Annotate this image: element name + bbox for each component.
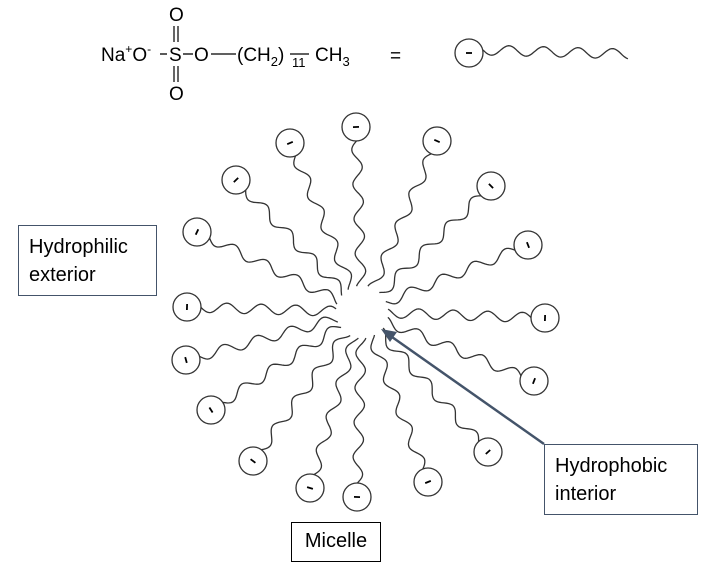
hydrocarbon-tail [200, 302, 337, 317]
equals-sign: = [390, 46, 401, 67]
negative-charge-icon [286, 140, 294, 146]
negative-charge-icon [233, 177, 239, 183]
hydrocarbon-tail [313, 337, 359, 476]
hydrocarbon-tail [379, 195, 482, 294]
surfactant-molecule [182, 217, 338, 305]
surfactant-molecule [171, 316, 339, 375]
hydrocarbon-tail [482, 45, 629, 60]
negative-charge-icon [488, 183, 494, 189]
hydrocarbon-tail [382, 327, 480, 442]
surfactant-molecule [238, 335, 351, 476]
negative-charge-icon [485, 449, 491, 455]
bridge-oxygen: O [194, 45, 209, 66]
negative-charge-icon [306, 486, 314, 490]
surfactant-symbol [454, 38, 629, 68]
hydrocarbon-tail [222, 325, 342, 404]
sulfur-atom: S [169, 45, 182, 66]
negative-charge-icon [433, 138, 441, 144]
hydrophobic-arrow [381, 329, 545, 446]
surfactant-molecule [295, 337, 359, 503]
oxo-top: O [169, 5, 184, 26]
hydrocarbon-tail [261, 335, 351, 451]
surfactant-molecule [275, 128, 353, 290]
hydrocarbon-tail [293, 155, 353, 290]
hydrocarbon-tail [370, 334, 426, 470]
surfactant-molecule [341, 112, 371, 287]
repeat-count: 11 [292, 55, 306, 70]
hydrocarbon-tail [367, 153, 432, 287]
hydrocarbon-tail [352, 337, 367, 484]
surfactant-molecule [379, 171, 506, 294]
methylene-repeat: (CH2) [237, 45, 284, 69]
surfactant-molecule [221, 165, 343, 296]
surfactant-molecule [172, 292, 337, 322]
terminal-methyl: CH3 [315, 45, 350, 69]
hydrocarbon-tail [199, 316, 339, 360]
hydrophobic-label-line-1: Hydrophobic [555, 455, 668, 477]
surfactant-molecule [387, 316, 549, 396]
hydrophilic-exterior-label: Hydrophilic exterior [18, 225, 157, 296]
negative-charge-icon [184, 356, 188, 364]
surfactant-molecule [382, 327, 503, 467]
surfactant-molecule [367, 126, 452, 287]
negative-charge-icon [208, 407, 214, 413]
micelle-label: Micelle [291, 522, 381, 562]
hydrocarbon-tail [385, 247, 516, 305]
hydrophilic-label-line-2: exterior [29, 264, 96, 286]
surfactant-molecule [370, 334, 443, 497]
hydrophobic-label-line-2: interior [555, 483, 617, 505]
negative-charge-icon [424, 480, 432, 484]
oxo-bottom: O [169, 84, 184, 105]
arrow-shaft [391, 335, 545, 446]
hydrophobic-interior-label: Hydrophobic interior [544, 444, 698, 515]
hydrocarbon-tail [387, 316, 522, 377]
negative-charge-icon [532, 377, 536, 385]
negative-charge-icon [526, 241, 530, 249]
hydrocarbon-tail [387, 308, 532, 323]
hydrocarbon-tail [208, 237, 338, 305]
arrow-head-icon [381, 329, 397, 342]
surfactant-molecule [342, 337, 372, 512]
sds-formula: Na+O- S O O O (CH2) 11 CH3 = [101, 5, 401, 105]
hydrocarbon-tail [245, 190, 343, 296]
sodium-cation: Na+O- [101, 42, 151, 66]
hydrophilic-label-line-1: Hydrophilic [29, 236, 128, 258]
surfactant-molecule [385, 230, 543, 305]
surfactant-molecule [196, 325, 342, 425]
negative-charge-icon [194, 228, 200, 236]
surfactant-molecule [387, 303, 560, 333]
hydrocarbon-tail [351, 140, 367, 287]
micelle [171, 112, 560, 512]
negative-charge-icon [250, 458, 256, 464]
